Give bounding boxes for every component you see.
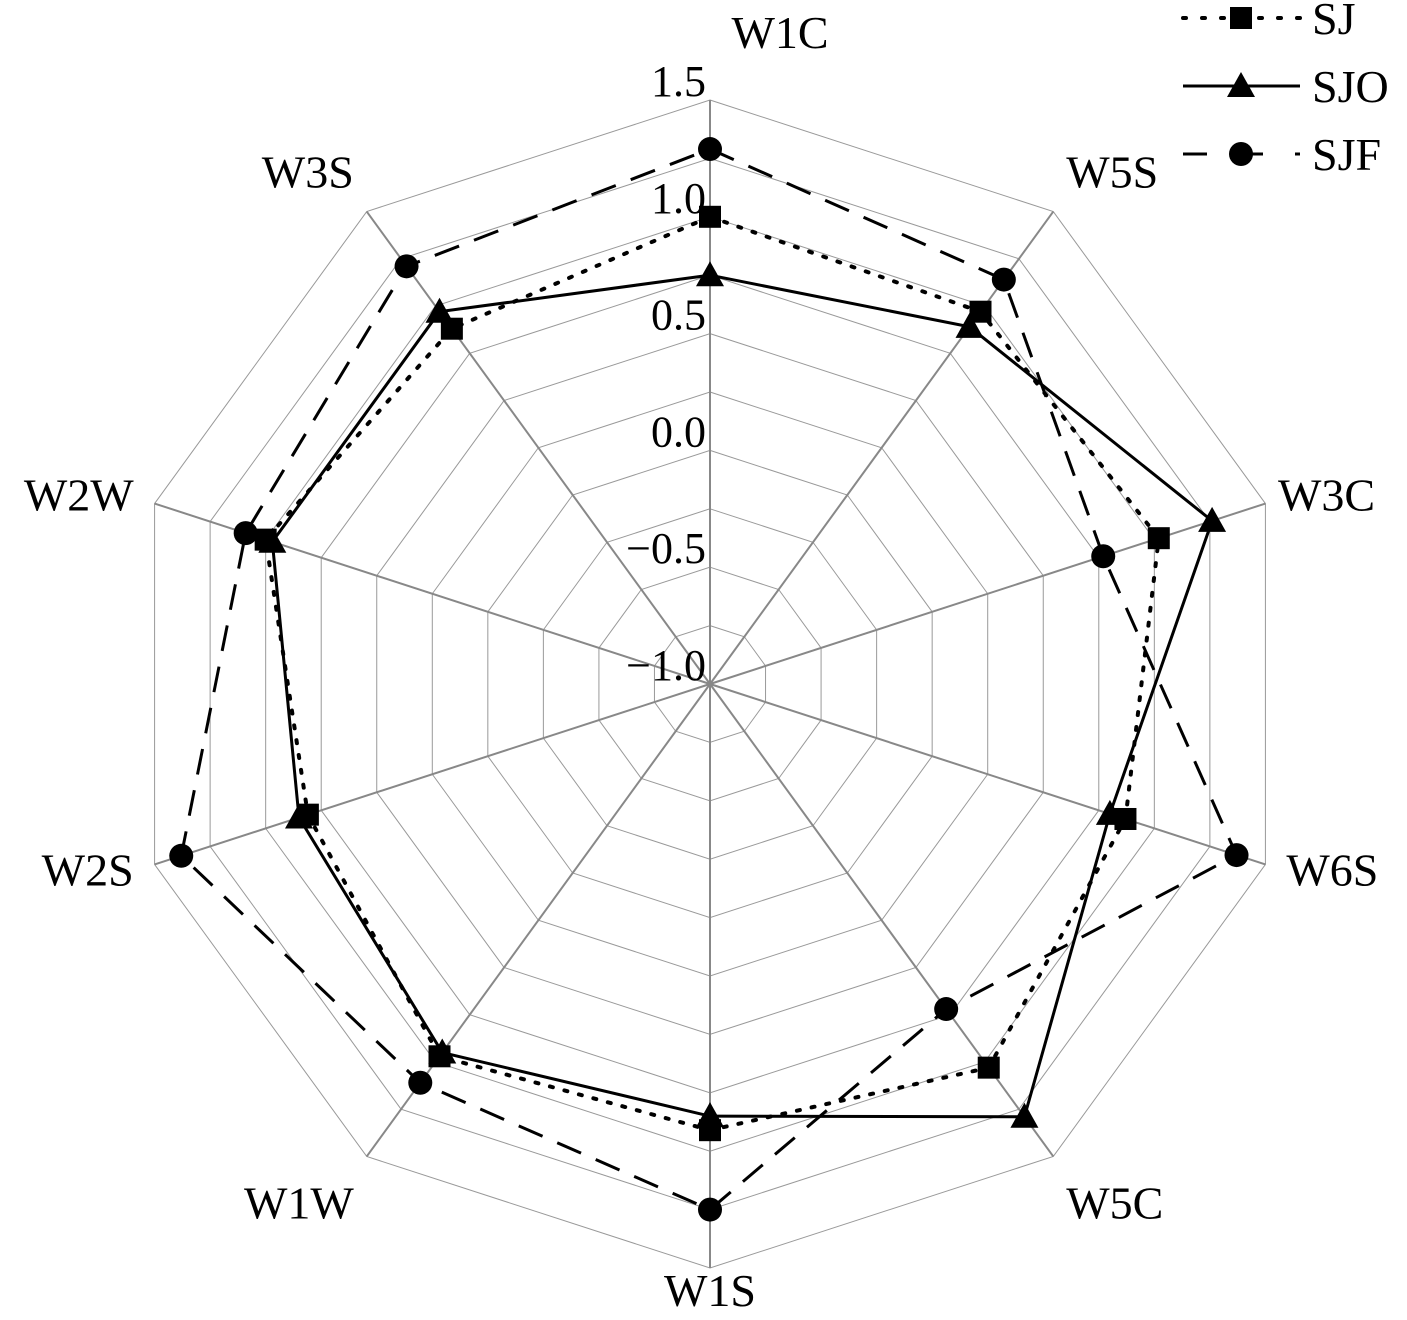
series-sjo — [258, 261, 1227, 1128]
r-tick-label: 0.5 — [651, 291, 706, 340]
data-point-sj — [969, 300, 992, 323]
data-point-sj — [699, 205, 721, 228]
data-point-sjf — [394, 254, 419, 279]
r-tick-label: −0.5 — [626, 524, 706, 573]
data-point-sjo — [1095, 799, 1124, 825]
series-sjf — [169, 137, 1249, 1222]
data-point-sjo — [696, 261, 724, 287]
data-point-sj — [440, 317, 463, 340]
axis-label-w1s: W1S — [664, 1265, 756, 1316]
data-point-sjf — [698, 1197, 722, 1222]
r-tick-label: 1.5 — [651, 57, 706, 106]
data-point-sjf — [233, 521, 258, 546]
series-sj — [254, 205, 1170, 1142]
data-point-sjo — [1010, 1102, 1039, 1128]
data-point-sjo — [284, 803, 313, 829]
axis-spoke — [154, 683, 711, 866]
axis-label-w5c: W5C — [1066, 1177, 1163, 1228]
data-point-sjf — [991, 267, 1016, 292]
data-point-sjf — [408, 1070, 433, 1095]
legend-label-sjo: SJO — [1312, 61, 1389, 112]
axis-spoke — [709, 683, 1266, 866]
data-point-sjf — [698, 137, 722, 162]
data-point-sjf — [1091, 544, 1116, 569]
axis-label-w5s: W5S — [1066, 147, 1158, 198]
data-point-sjf — [934, 997, 959, 1022]
series-line — [270, 273, 1214, 1119]
data-point-sjo — [258, 527, 287, 553]
data-point-sj — [1147, 527, 1170, 550]
data-point-sjo — [428, 1038, 457, 1064]
axis-label-w6s: W6S — [1286, 844, 1378, 895]
legend: SJ SJO SJF — [1181, 0, 1389, 180]
legend-marker — [1229, 142, 1253, 166]
legend-marker — [1227, 72, 1255, 97]
series-line — [263, 214, 1161, 1133]
r-tick-label: 0.0 — [651, 407, 706, 456]
axis-label-w3c: W3C — [1278, 470, 1375, 521]
data-point-sjf — [1224, 843, 1249, 868]
data-point-sjo — [425, 297, 454, 323]
data-point-sjo — [1198, 506, 1227, 532]
r-tick-label: −1.0 — [626, 641, 706, 690]
axis-label-w3s: W3S — [262, 147, 354, 198]
axis-label-w2w: W2W — [24, 470, 134, 521]
axis-spoke — [709, 502, 1266, 685]
data-point-sjf — [169, 843, 194, 868]
legend-marker — [1230, 7, 1252, 29]
series-line — [179, 147, 1239, 1212]
r-tick-label: 1.0 — [651, 174, 706, 223]
axis-label-w2s: W2S — [42, 844, 134, 895]
data-point-sjo — [955, 312, 984, 338]
data-point-sjo — [696, 1102, 724, 1128]
data-point-sj — [977, 1056, 1000, 1079]
axis-label-w1c: W1C — [731, 7, 828, 58]
axis-spoke — [709, 683, 1055, 1158]
legend-label-sj: SJ — [1312, 0, 1355, 44]
axis-label-w1w: W1W — [244, 1177, 354, 1228]
axis-spoke — [709, 210, 1055, 685]
axis-spoke — [365, 210, 711, 685]
legend-label-sjf: SJF — [1312, 129, 1381, 180]
